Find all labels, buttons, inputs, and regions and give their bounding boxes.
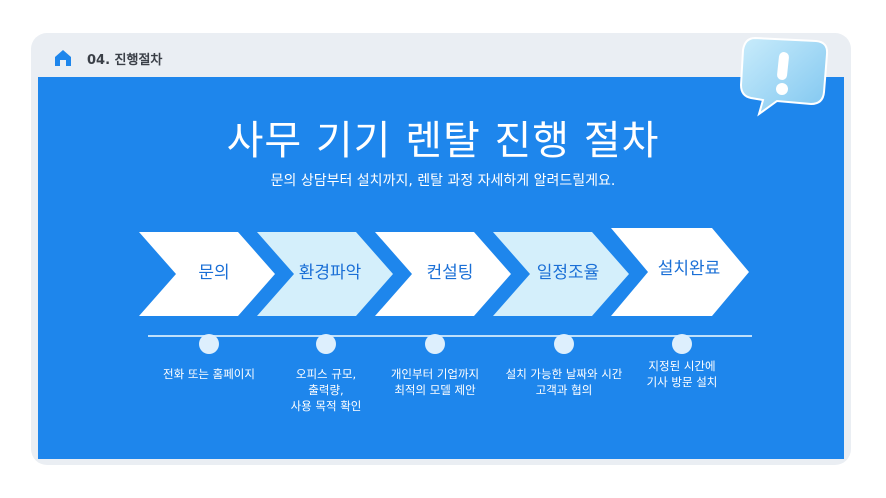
- step-label-5: 설치완료: [657, 259, 721, 279]
- chevron-step-5: [611, 228, 749, 316]
- timeline-dot-3: [425, 334, 445, 354]
- home-icon[interactable]: [53, 48, 73, 68]
- page-title: 사무 기기 렌탈 진행 절차: [226, 118, 660, 164]
- timeline-dot-2: [316, 334, 336, 354]
- step-desc-1: 전화 또는 홈페이지: [134, 366, 284, 382]
- step-desc-2-line-1: 오피스 규모,: [295, 367, 357, 381]
- step-desc-3-line-1: 개인부터 기업까지: [390, 367, 480, 381]
- step-label-4: 일정조율: [536, 263, 600, 283]
- step-desc-1-line-1: 전화 또는 홈페이지: [163, 367, 255, 381]
- chevron-step-2: [257, 232, 393, 316]
- step-desc-5-line-1: 지정된 시간에: [648, 359, 716, 373]
- chevron-step-3: [375, 232, 511, 316]
- timeline-dot-4: [554, 334, 574, 354]
- step-desc-4: 설치 가능한 날짜와 시간 고객과 협의: [489, 366, 639, 398]
- step-desc-2: 오피스 규모, 출력량, 사용 목적 확인: [251, 366, 401, 414]
- step-label-3: 컨설팅: [426, 263, 474, 283]
- step-desc-5-line-2: 기사 방문 설치: [646, 375, 718, 389]
- chevron-step-4: [493, 232, 629, 316]
- exclamation-bubble-icon: [739, 36, 829, 117]
- step-label-2: 환경파악: [298, 263, 362, 283]
- section-label: 04. 진행절차: [87, 53, 163, 68]
- timeline-line: [148, 335, 752, 337]
- step-desc-2-line-3: 사용 목적 확인: [290, 399, 362, 413]
- step-desc-4-line-1: 설치 가능한 날짜와 시간: [505, 367, 623, 381]
- chevron-step-1: [139, 232, 275, 316]
- step-label-1: 문의: [198, 263, 230, 283]
- step-desc-4-line-2: 고객과 협의: [535, 383, 593, 397]
- timeline-dot-5: [672, 334, 692, 354]
- step-desc-5: 지정된 시간에 기사 방문 설치: [607, 358, 757, 390]
- timeline-dot-1: [199, 334, 219, 354]
- step-desc-3-line-2: 최적의 모델 제안: [394, 383, 476, 397]
- top-bar: 04. 진행절차: [31, 33, 851, 77]
- page-subtitle: 문의 상담부터 설치까지, 렌탈 과정 자세하게 알려드릴게요.: [270, 173, 616, 189]
- step-desc-3: 개인부터 기업까지 최적의 모델 제안: [360, 366, 510, 398]
- step-desc-2-line-2: 출력량,: [308, 383, 344, 397]
